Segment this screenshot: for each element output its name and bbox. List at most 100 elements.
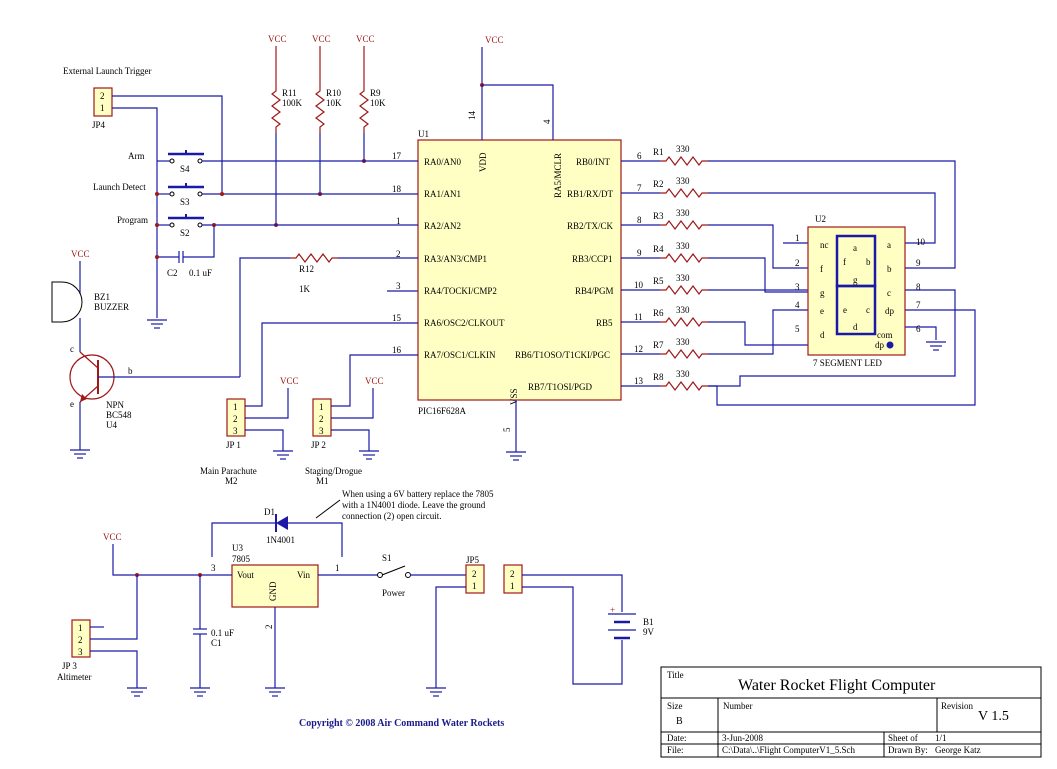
- svg-text:RA6/OSC2/CLKOUT: RA6/OSC2/CLKOUT: [424, 318, 505, 328]
- svg-text:VSS: VSS: [509, 388, 519, 405]
- svg-text:10K: 10K: [370, 98, 386, 108]
- battery-b1: + B1 9V: [608, 605, 655, 640]
- svg-text:JP 3: JP 3: [62, 661, 77, 671]
- svg-text:R5: R5: [653, 276, 664, 286]
- svg-text:c: c: [70, 344, 74, 354]
- svg-text:C2: C2: [167, 268, 178, 278]
- svg-text:R3: R3: [653, 211, 664, 221]
- svg-text:M2: M2: [225, 476, 238, 486]
- external-trigger-label: External Launch Trigger: [63, 66, 151, 76]
- svg-text:1: 1: [510, 581, 515, 591]
- switch-s1: S1 Power: [377, 553, 466, 598]
- title: Water Rocket Flight Computer: [738, 677, 936, 694]
- svg-text:1: 1: [795, 233, 800, 243]
- svg-text:RB0/INT: RB0/INT: [576, 157, 611, 167]
- svg-text:8: 8: [916, 282, 921, 292]
- svg-text:Sheet of: Sheet of: [888, 733, 918, 743]
- svg-text:2: 2: [78, 635, 83, 645]
- svg-text:2: 2: [233, 414, 238, 424]
- svg-text:VCC: VCC: [365, 376, 384, 386]
- svg-text:U1: U1: [418, 129, 429, 139]
- svg-text:BZ1: BZ1: [94, 292, 110, 302]
- capacitor-c1: 0.1 uF C1: [189, 575, 234, 697]
- svg-text:7: 7: [637, 183, 642, 193]
- svg-text:13: 13: [634, 376, 644, 386]
- svg-text:b: b: [887, 264, 892, 274]
- svg-text:Vin: Vin: [297, 570, 310, 580]
- battery-connector: 2 1: [503, 564, 623, 685]
- svg-text:RB4/PGM: RB4/PGM: [575, 286, 614, 296]
- svg-text:Launch Detect: Launch Detect: [93, 182, 146, 192]
- svg-text:7805: 7805: [232, 554, 251, 564]
- svg-text:R7: R7: [653, 340, 664, 350]
- svg-text:dp: dp: [885, 306, 895, 316]
- svg-text:RB6/T1OSO/T1CKI/PGC: RB6/T1OSO/T1CKI/PGC: [515, 350, 610, 360]
- svg-text:VDD: VDD: [478, 152, 488, 172]
- svg-text:330: 330: [676, 176, 690, 186]
- svg-text:330: 330: [676, 369, 690, 379]
- svg-text:7: 7: [916, 300, 921, 310]
- svg-text:RB5: RB5: [596, 318, 613, 328]
- chip-u1: U1 PIC16F628A VCC 14 4 VDD RA5/MCLR VSS …: [390, 35, 644, 461]
- svg-text:3: 3: [78, 647, 83, 657]
- svg-text:VCC: VCC: [312, 34, 331, 44]
- svg-text:b: b: [128, 366, 133, 376]
- svg-text:RA3/AN3/CMP1: RA3/AN3/CMP1: [424, 254, 487, 264]
- svg-text:2: 2: [319, 414, 324, 424]
- svg-text:1: 1: [335, 563, 340, 573]
- jp5-connector: JP5 2 1: [425, 555, 485, 697]
- svg-text:Altimeter: Altimeter: [57, 672, 92, 682]
- buzzer-bz1: VCC BZ1 BUZZER: [51, 249, 129, 340]
- vcc-r10: VCC R10 10K: [312, 34, 342, 196]
- svg-text:File:: File:: [667, 745, 684, 755]
- jp1-connector: 1 2 3 JP 1 VCC Main Parachute M2: [200, 322, 390, 486]
- svg-text:2: 2: [100, 91, 105, 101]
- svg-text:2: 2: [264, 625, 274, 630]
- svg-text:U3: U3: [232, 543, 243, 553]
- jp3-connector: 1 2 3 JP 3 Altimeter: [57, 575, 148, 697]
- svg-text:RB7/T1OSI/PGD: RB7/T1OSI/PGD: [528, 382, 593, 392]
- svg-text:R9: R9: [370, 88, 381, 98]
- jp4-connector: 2 1 JP4: [92, 87, 223, 318]
- svg-text:4: 4: [542, 119, 552, 124]
- svg-text:C1: C1: [211, 638, 222, 648]
- svg-text:330: 330: [676, 337, 690, 347]
- capacitor-c2: C2 0.1 uF: [146, 225, 215, 329]
- svg-text:R6: R6: [653, 308, 664, 318]
- svg-text:com: com: [877, 330, 893, 340]
- svg-text:2: 2: [510, 569, 515, 579]
- copyright: Copyright © 2008 Air Command Water Rocke…: [299, 718, 504, 729]
- svg-text:S4: S4: [180, 164, 190, 174]
- svg-text:Revision: Revision: [941, 701, 974, 711]
- svg-text:with a 1N4001 diode. Leave the: with a 1N4001 diode. Leave the ground: [342, 500, 486, 510]
- svg-text:NPN: NPN: [106, 400, 125, 410]
- svg-text:Drawn By:: Drawn By:: [888, 745, 928, 755]
- svg-text:1: 1: [100, 103, 105, 113]
- svg-text:R10: R10: [326, 88, 342, 98]
- svg-text:b: b: [866, 257, 871, 267]
- svg-text:3: 3: [795, 282, 800, 292]
- switch-s2: Program S2: [117, 214, 390, 238]
- svg-text:S1: S1: [382, 553, 392, 563]
- svg-text:d: d: [820, 330, 825, 340]
- svg-text:RA2/AN2: RA2/AN2: [424, 221, 461, 231]
- svg-text:Staging/Drogue: Staging/Drogue: [305, 466, 362, 476]
- svg-text:BC548: BC548: [106, 410, 132, 420]
- svg-text:1: 1: [319, 402, 324, 412]
- svg-text:JP5: JP5: [466, 555, 480, 565]
- svg-text:5: 5: [795, 324, 800, 334]
- svg-text:e: e: [843, 305, 847, 315]
- svg-text:12: 12: [634, 344, 643, 354]
- switch-s4: Arm S4: [128, 150, 390, 174]
- svg-text:+: +: [610, 605, 615, 615]
- svg-text:RB1/RX/DT: RB1/RX/DT: [567, 189, 614, 199]
- svg-text:connection (2) open circuit.: connection (2) open circuit.: [342, 511, 441, 521]
- svg-text:2: 2: [472, 569, 477, 579]
- vcc-r11: VCC R11 100K: [268, 34, 303, 227]
- svg-text:f: f: [820, 264, 823, 274]
- svg-text:6: 6: [637, 151, 642, 161]
- svg-text:JP 1: JP 1: [226, 440, 241, 450]
- svg-text:JP 2: JP 2: [311, 440, 326, 450]
- led-wiring: [708, 160, 976, 406]
